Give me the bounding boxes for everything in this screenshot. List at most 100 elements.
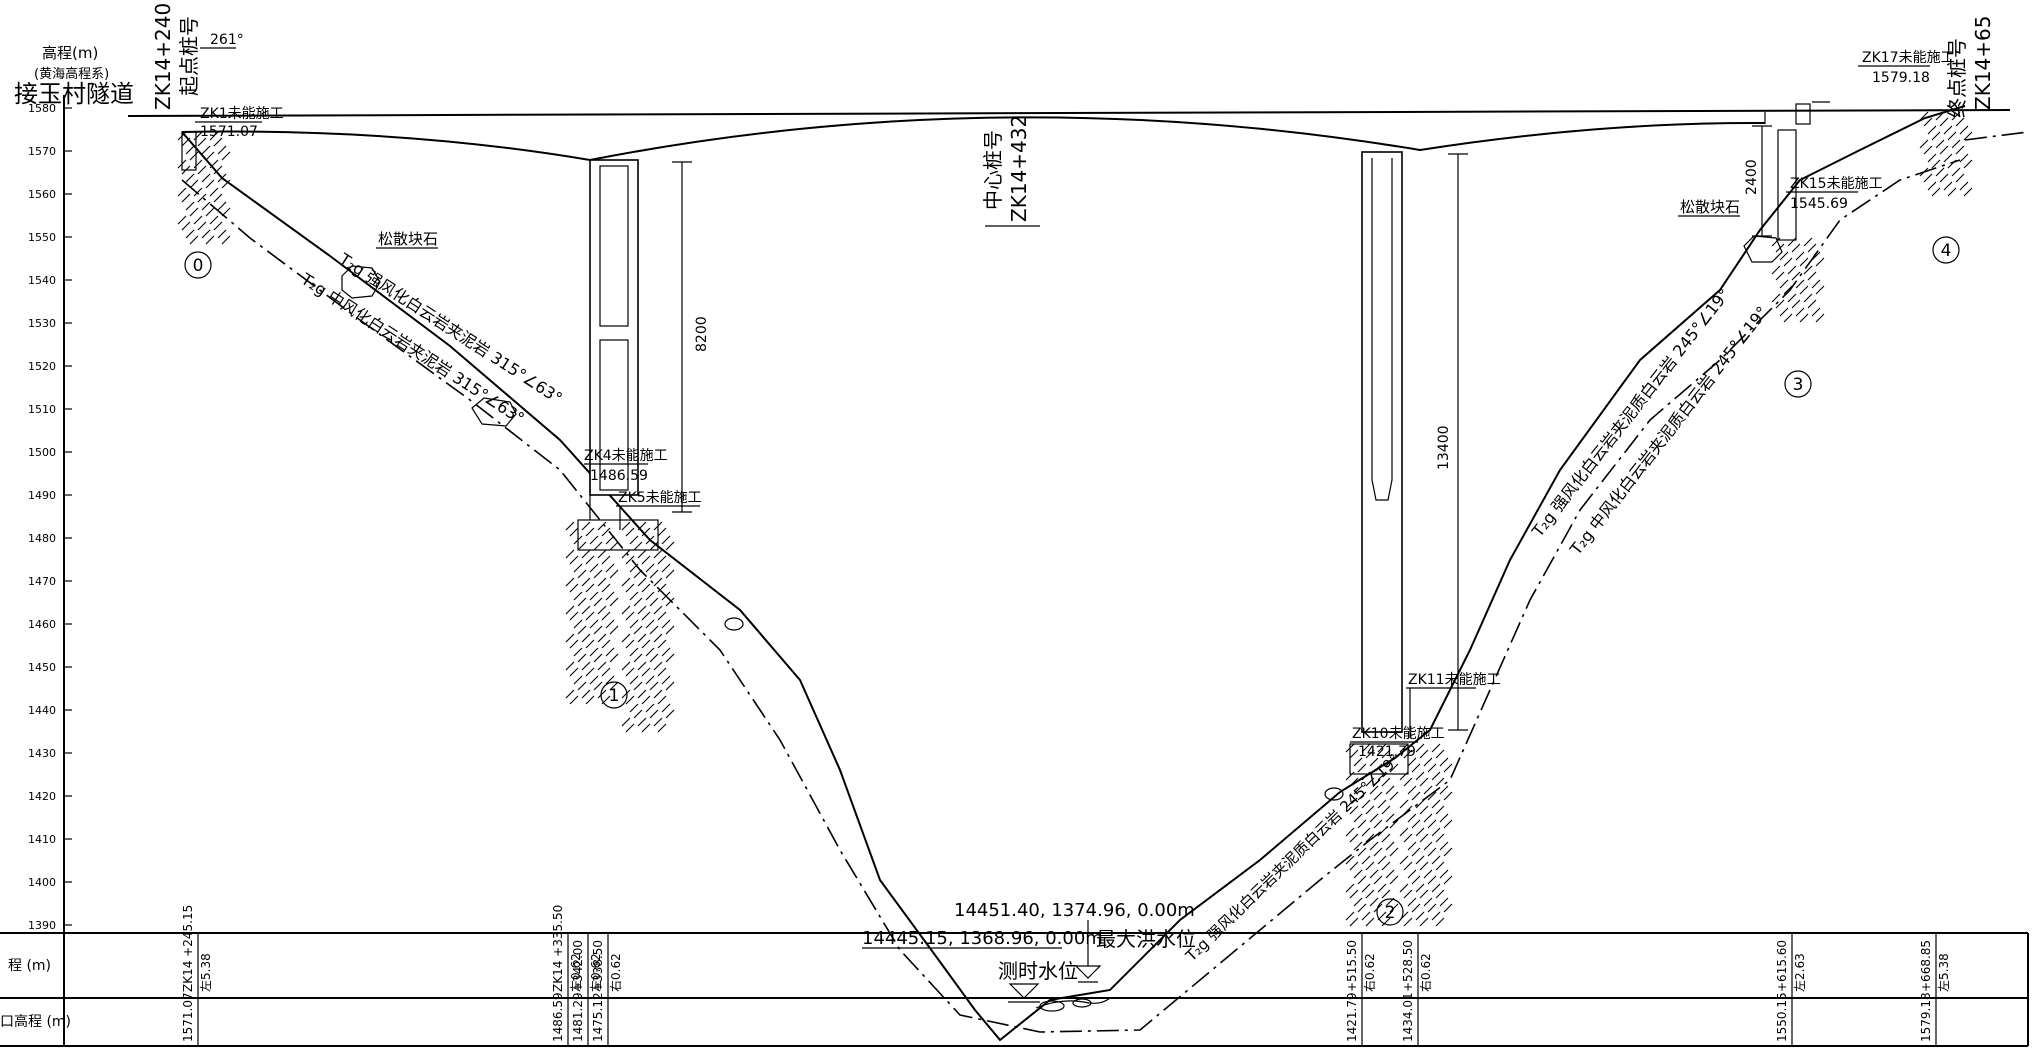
- axis-tick-label: 1500: [28, 446, 56, 459]
- survey-coords: 14445.15, 1368.96, 0.00m: [862, 928, 1103, 949]
- axis-tick-label: 1560: [28, 188, 56, 201]
- start-station-label: 起点桩号: [177, 16, 201, 96]
- table-col-station: +515.50: [1345, 940, 1359, 992]
- loose-rock-left-label: 松散块石: [378, 230, 438, 248]
- axis-tick-label: 1510: [28, 403, 56, 416]
- table-col-elev: 1475.12: [591, 992, 605, 1042]
- borehole-zk17: ZK17未能施工 1579.18: [1858, 50, 1955, 86]
- table-col-elev: 1571.07: [181, 992, 195, 1042]
- borehole-zk10: ZK10未能施工 1421.79: [1350, 726, 1445, 760]
- table-col-elev: 1550.15: [1775, 992, 1789, 1042]
- axis-tick-label: 1490: [28, 489, 56, 502]
- pier-right: [1361, 151, 1403, 733]
- table-col-station: +668.85: [1919, 940, 1933, 992]
- borehole-zk4: ZK4未能施工 1486.59: [584, 448, 668, 520]
- pier-marker-2: 2: [1376, 898, 1404, 926]
- pier-marker-4: 4: [1932, 236, 1960, 264]
- borehole-zk15: ZK15未能施工 1545.69: [1786, 176, 1883, 212]
- table-col-station: +615.60: [1775, 940, 1789, 992]
- axis-tick-label: 1580: [28, 102, 56, 115]
- ground-surface-line: [181, 105, 1966, 1042]
- weathering-boundary-line: [181, 159, 1961, 1033]
- pier-marker-1-text: 1: [609, 686, 620, 706]
- borehole-zk4-name: ZK4未能施工: [584, 448, 668, 464]
- borehole-zk1-elev: 1571.07: [200, 124, 258, 140]
- hatch-zone-4: [1919, 111, 1973, 197]
- loose-rock-right: 松散块石: [1324, 198, 1783, 801]
- table-col-offset: 右0.62: [1362, 953, 1377, 992]
- pier-marker-2-text: 2: [1385, 903, 1396, 923]
- axis-ticks: 1580157015601550154015301520151015001490…: [28, 102, 72, 932]
- pier-marker-0-text: 0: [193, 256, 204, 276]
- axis-tick-label: 1570: [28, 145, 56, 158]
- dimension-left-pier-value: 8200: [694, 316, 710, 352]
- axis-tick-label: 1450: [28, 661, 56, 674]
- axis-tick-label: 1520: [28, 360, 56, 373]
- tunnel-label: 接玉村隧道: [14, 80, 134, 108]
- pier-marker-3-text: 3: [1793, 375, 1804, 395]
- pier-marker-4-text: 4: [1941, 241, 1952, 261]
- borehole-zk10-name: ZK10未能施工: [1352, 726, 1445, 742]
- stratum-right-upper: T₂g 强风化白云岩夹泥质白云岩 245°∠19°: [1528, 285, 1734, 542]
- dimension-right-pier: 13400: [1436, 153, 1468, 731]
- hatch-zone-2b: [1399, 743, 1453, 927]
- axis-tick-label: 1530: [28, 317, 56, 330]
- table-col-elev: 1481.29: [571, 992, 585, 1042]
- axis-title: 高程(m): [42, 44, 98, 62]
- start-station: ZK14+240 起点桩号 261°: [151, 3, 244, 110]
- dimension-left-pier: 8200: [672, 161, 710, 513]
- flood-label: 最大洪水位: [1096, 927, 1196, 951]
- stratum-right-lower: T₂g 中风化白云岩夹泥质白云岩 245°∠19°: [1566, 303, 1772, 560]
- rock-hatching: [177, 111, 1973, 927]
- pier-left: [589, 159, 639, 496]
- start-station-code: ZK14+240: [151, 3, 175, 110]
- table-col-elev: 1434.01: [1401, 992, 1415, 1042]
- end-station: 终点桩号 ZK14+65: [1945, 16, 1995, 118]
- start-station-bearing: 261°: [210, 32, 244, 48]
- table-col-offset: 右0.62: [608, 953, 623, 992]
- end-station-code: ZK14+65: [1971, 16, 1995, 110]
- dimension-right-pier-value: 13400: [1436, 425, 1452, 470]
- pier-marker-1: 1: [600, 681, 628, 709]
- borehole-zk11: ZK11未能施工: [1406, 672, 1501, 738]
- axis-tick-label: 1480: [28, 532, 56, 545]
- axis-tick-label: 1390: [28, 919, 56, 932]
- axis-tick-label: 1470: [28, 575, 56, 588]
- table-col-offset: 左0.62: [568, 953, 583, 992]
- borehole-zk15-name: ZK15未能施工: [1790, 176, 1883, 192]
- axis-tick-label: 1460: [28, 618, 56, 631]
- end-station-label: 终点桩号: [1945, 38, 1969, 118]
- bridge-deck: [127, 101, 2011, 162]
- table-col-offset: 左5.38: [198, 953, 213, 992]
- axis-tick-label: 1400: [28, 876, 56, 889]
- table-row1-label: 程 (m): [8, 958, 51, 974]
- borehole-zk1-name: ZK1未能施工: [200, 106, 284, 122]
- flood-coords: 14451.40, 1374.96, 0.00m: [954, 900, 1195, 921]
- survey-label: 测时水位: [998, 959, 1078, 983]
- table-col-offset: 左5.38: [1936, 953, 1951, 992]
- axis-tick-label: 1540: [28, 274, 56, 287]
- hatch-zone-0: [177, 131, 231, 245]
- pile-cap-left: [577, 519, 659, 551]
- loose-rock-right-label: 松散块石: [1680, 198, 1740, 216]
- pile-cap-right: [1349, 743, 1409, 775]
- table-col-station: ZK14 +335.50: [551, 905, 565, 992]
- borehole-zk5-name: ZK5未能施工: [618, 490, 702, 506]
- axis-subtitle: (黄海高程系): [34, 66, 109, 82]
- borehole-zk5: ZK5未能施工: [616, 490, 702, 530]
- axis-tick-label: 1420: [28, 790, 56, 803]
- pier-markers: 0 1 2 3 4: [184, 236, 1960, 926]
- dimension-right-abutment-value: 2400: [1744, 159, 1760, 195]
- axis-tick-label: 1410: [28, 833, 56, 846]
- borehole-zk10-elev: 1421.79: [1358, 744, 1416, 760]
- center-station-code: ZK14+432: [1007, 115, 1031, 222]
- table-col-offset: 左0.62: [588, 953, 603, 992]
- table-col-station: ZK14 +245.15: [181, 905, 195, 992]
- elevation-axis: 高程(m) (黄海高程系) 15801570156015501540153015…: [28, 44, 109, 933]
- axis-tick-label: 1430: [28, 747, 56, 760]
- borehole-zk4-elev: 1486.59: [590, 468, 648, 484]
- loose-rock-left: 松散块石: [341, 230, 744, 631]
- table-row2-label: 口高程 (m): [0, 1013, 71, 1030]
